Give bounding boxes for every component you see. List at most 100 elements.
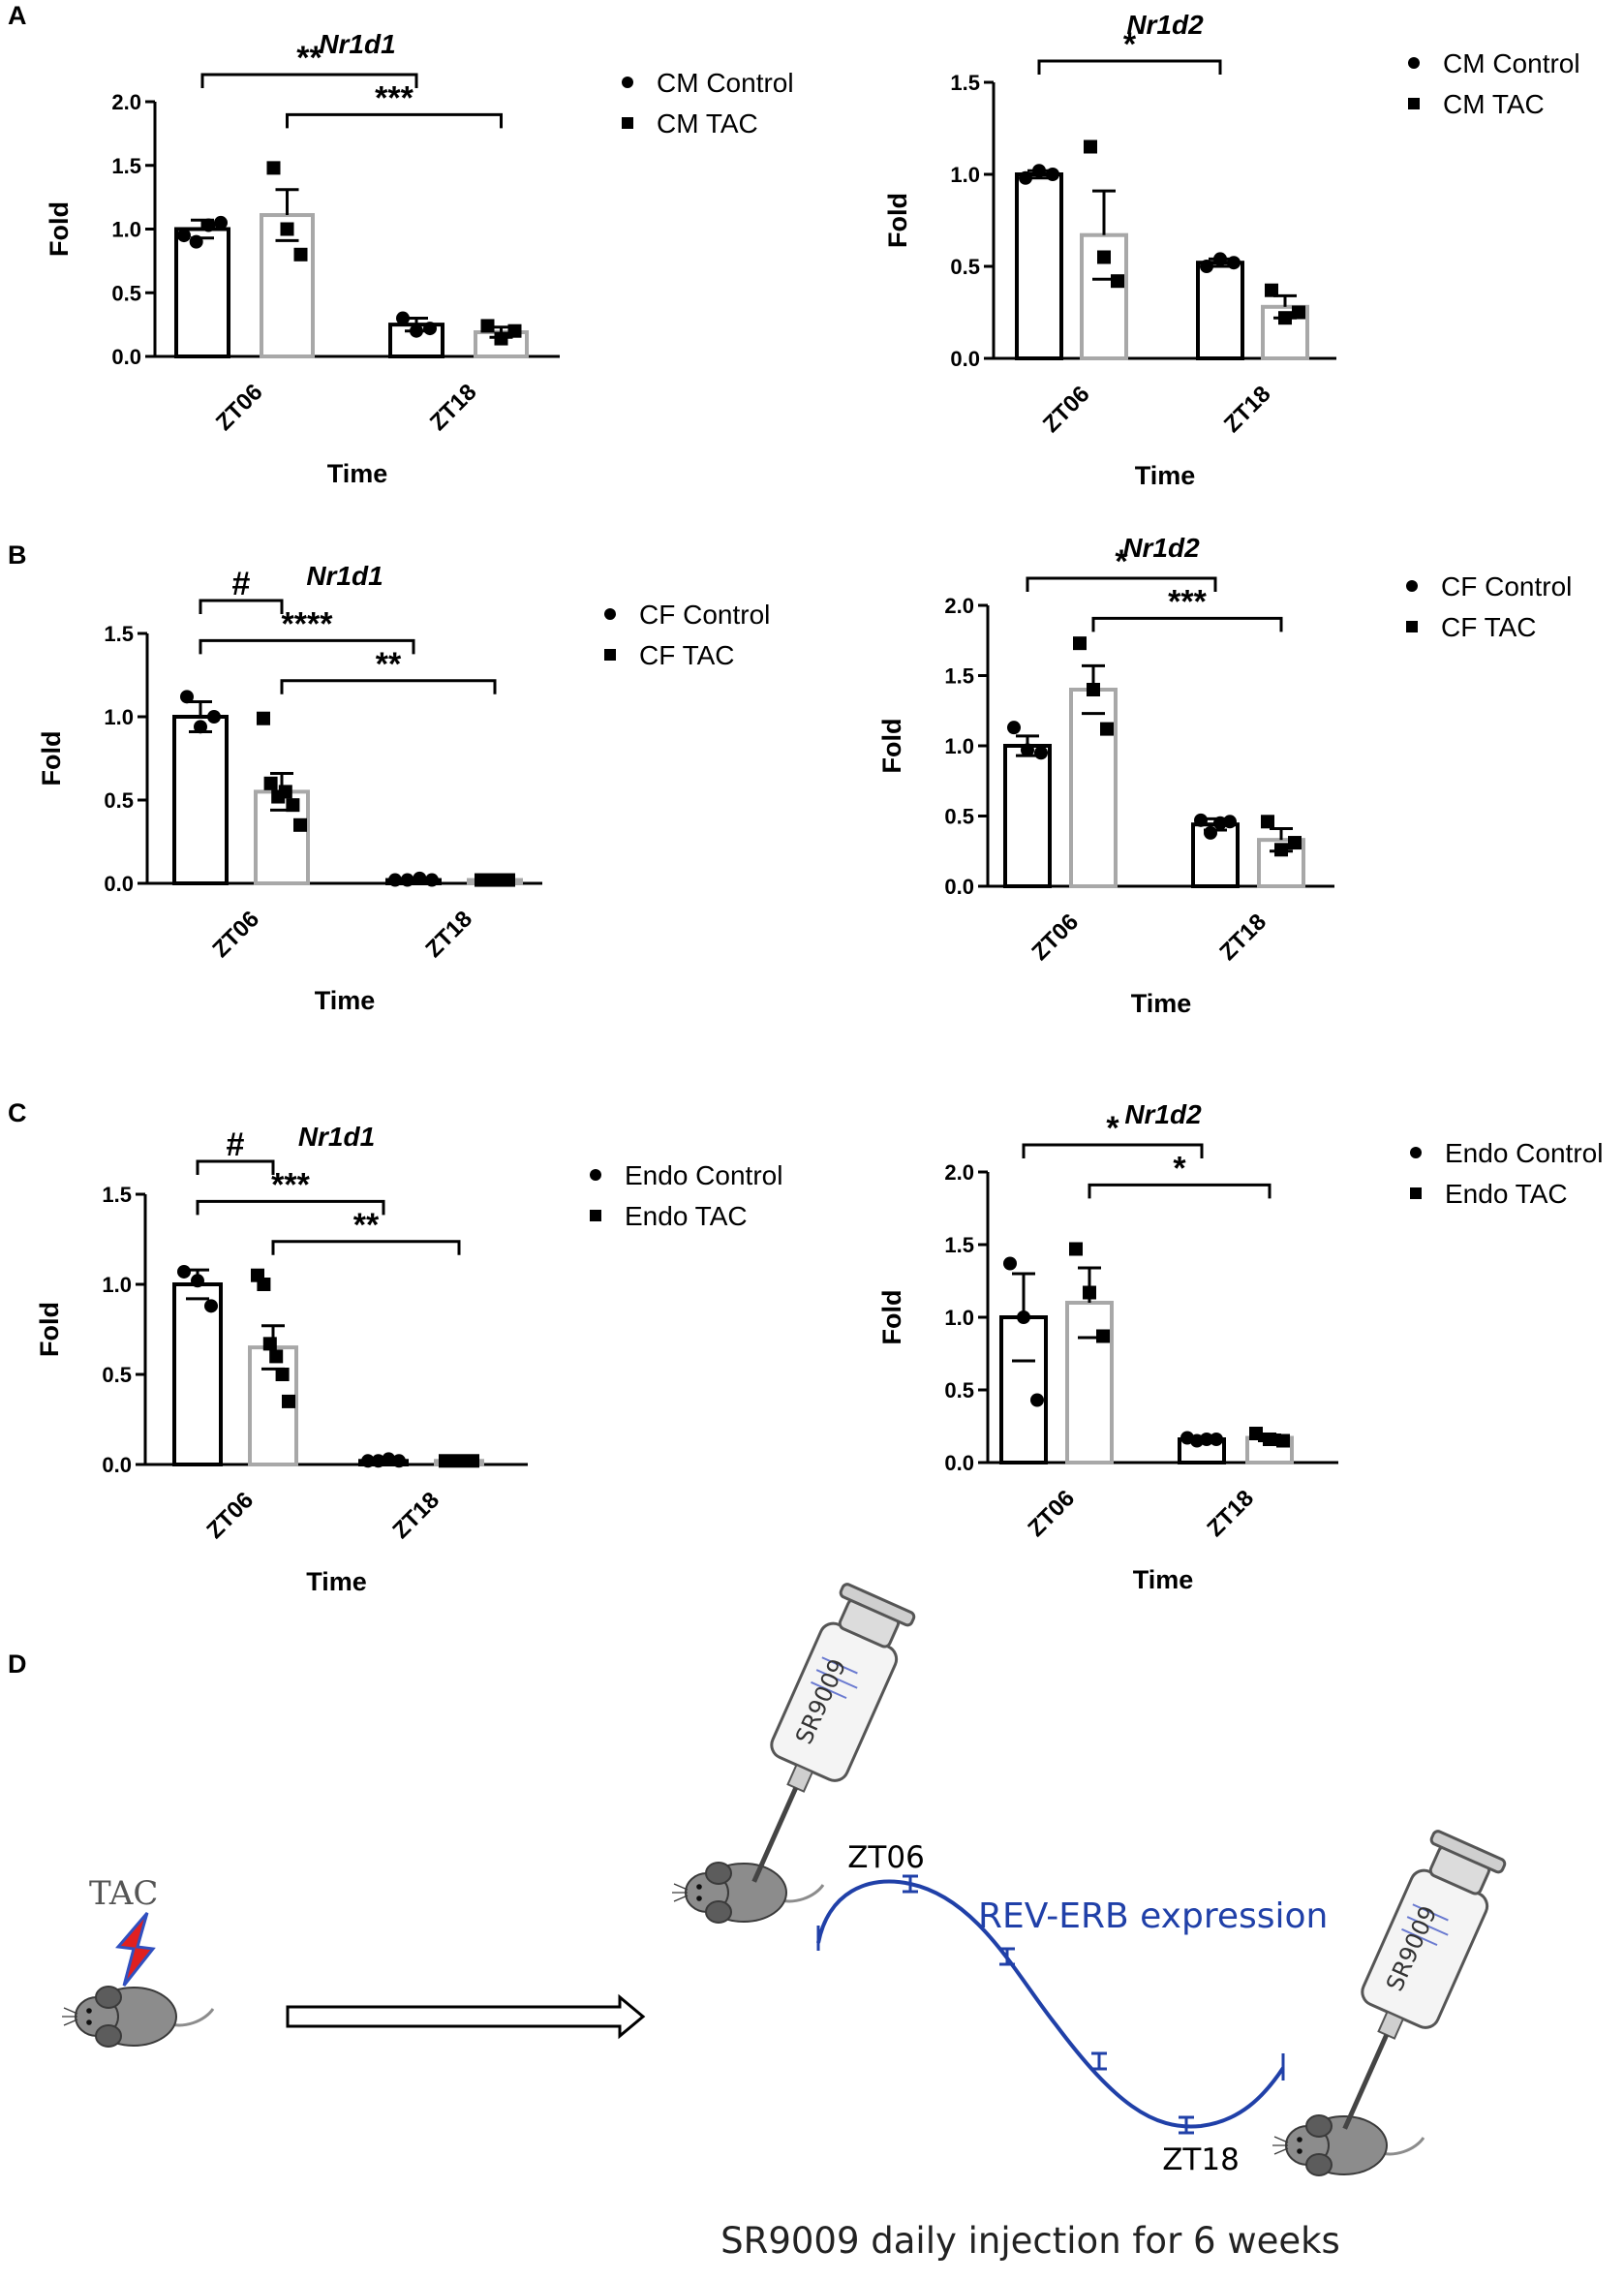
error-marker: [903, 1874, 918, 1894]
data-point: [214, 215, 228, 230]
y-tick-label: 0.0: [944, 875, 974, 899]
significance-label: *: [1115, 543, 1128, 580]
x-tick-label: ZT06: [1023, 1485, 1080, 1542]
data-point: [257, 711, 270, 725]
y-axis-title: Fold: [877, 719, 906, 774]
x-tick-label: ZT18: [387, 1487, 444, 1544]
legend-entry: CF TAC: [1441, 612, 1537, 642]
data-point: [177, 229, 191, 243]
data-point: [280, 222, 294, 236]
panel-label-b: B: [8, 540, 27, 570]
data-point: [1073, 636, 1087, 651]
significance-label: #: [227, 1126, 245, 1163]
data-point: [1204, 825, 1217, 840]
data-point: [392, 1454, 406, 1468]
significance-label: ***: [271, 1166, 310, 1203]
legend-marker: [1406, 621, 1418, 632]
x-axis-title: Time: [327, 459, 388, 488]
chart-title: Nr1d1: [306, 561, 383, 591]
y-axis-title: Fold: [45, 201, 74, 257]
legend-entry: CF TAC: [639, 640, 735, 670]
legend-marker: [604, 649, 616, 661]
y-axis-title: Fold: [883, 193, 912, 248]
significance-bracket: [199, 638, 415, 655]
x-axis-title: Time: [1131, 989, 1192, 1018]
data-point: [1034, 746, 1048, 760]
significance-label: *: [1123, 26, 1137, 63]
panel-label-d: D: [8, 1649, 27, 1679]
data-point: [480, 319, 495, 333]
y-tick-label: 1.5: [950, 71, 980, 95]
data-point: [1084, 139, 1097, 154]
y-tick-label: 0.5: [111, 281, 141, 305]
data-point: [293, 247, 308, 262]
mouse-icon: [670, 1861, 825, 1925]
data-point: [1021, 743, 1034, 757]
bar-endo-control-zt06: [999, 1315, 1048, 1464]
bar-cf-control-zt06: [1003, 744, 1052, 888]
x-tick-label: ZT18: [1214, 909, 1272, 966]
y-tick-label: 2.0: [944, 1160, 974, 1185]
legend-entry: Endo TAC: [1445, 1179, 1568, 1209]
y-tick-label: 1.0: [950, 163, 980, 187]
legend-marker: [590, 1169, 601, 1181]
zt18-label: ZT18: [1162, 2142, 1240, 2177]
y-axis-title: Fold: [877, 1290, 906, 1345]
significance-bracket: [1026, 576, 1217, 592]
significance-bracket: [199, 599, 284, 614]
y-tick-label: 1.5: [944, 1233, 974, 1257]
rev-erb-curve: [816, 1879, 1285, 2129]
data-point: [257, 1278, 271, 1291]
legend-marker: [1408, 57, 1420, 69]
y-tick-label: 0.0: [111, 345, 141, 369]
significance-bracket: [1037, 59, 1222, 75]
legend-entry: CM Control: [1443, 48, 1580, 78]
chart-title: Nr1d1: [298, 1122, 375, 1152]
data-point: [269, 1349, 284, 1364]
data-point: [423, 322, 437, 336]
data-point: [286, 798, 300, 813]
x-tick-label: ZT06: [207, 906, 264, 963]
data-point: [400, 873, 414, 887]
y-tick-label: 1.0: [104, 705, 134, 729]
y-tick-label: 0.0: [104, 872, 134, 896]
data-point: [1223, 815, 1237, 829]
data-point: [191, 1274, 204, 1288]
y-tick-label: 0.5: [950, 255, 980, 279]
data-point: [1263, 1433, 1276, 1446]
significance-label: #: [232, 566, 251, 602]
significance-label: *: [1106, 1110, 1119, 1147]
significance-bracket: [271, 1240, 461, 1255]
bar-cm-control-zt18: [1196, 261, 1244, 361]
data-point: [410, 324, 423, 338]
data-point: [1003, 1256, 1017, 1271]
legend-marker: [1410, 1187, 1422, 1199]
data-point: [371, 1454, 385, 1468]
y-tick-label: 0.0: [944, 1451, 974, 1475]
x-axis-title: Time: [1135, 461, 1196, 490]
y-tick-label: 1.5: [102, 1183, 132, 1207]
error-marker: [999, 1947, 1015, 1966]
arrow-icon: [286, 1993, 646, 2040]
data-point: [502, 873, 515, 887]
legend-entry: Endo TAC: [625, 1201, 748, 1231]
data-point: [1210, 1433, 1223, 1446]
data-point: [207, 710, 221, 724]
data-point: [507, 324, 522, 338]
chart-title: Nr1d1: [319, 29, 395, 59]
y-tick-label: 2.0: [111, 90, 141, 114]
legend-marker: [590, 1210, 601, 1221]
zt06-label: ZT06: [847, 1840, 925, 1875]
legend-entry: CM TAC: [1443, 89, 1545, 119]
significance-bracket: [196, 1159, 275, 1175]
data-point: [1288, 836, 1302, 850]
data-point: [361, 1454, 375, 1468]
data-point: [1200, 1433, 1213, 1446]
significance-bracket: [286, 112, 503, 129]
data-point: [1083, 1285, 1096, 1300]
tac-label: TAC: [89, 1874, 158, 1913]
x-tick-label: ZT06: [211, 379, 268, 436]
data-point: [262, 1337, 277, 1351]
data-point: [204, 1299, 218, 1313]
